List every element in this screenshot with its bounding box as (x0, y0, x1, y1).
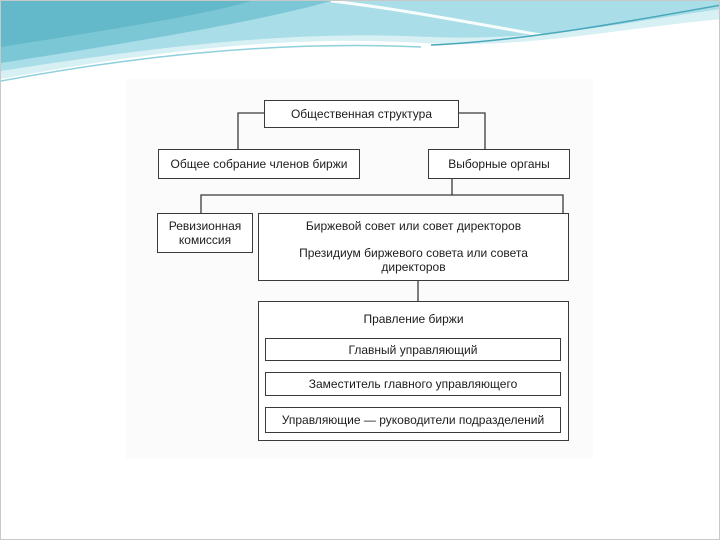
deputy-chief-manager-label: Заместитель главного управляющего (309, 377, 518, 391)
audit-commission-box: Ревизионная комиссия (157, 213, 253, 253)
chief-manager-box: Главный управляющий (265, 338, 561, 361)
general-meeting-box: Общее собрание членов биржи (158, 149, 360, 179)
general-meeting-label: Общее собрание членов биржи (171, 157, 348, 171)
exchange-council-label: Биржевой совет или совет директоров (269, 219, 558, 233)
exchange-board-label: Правление биржи (269, 312, 558, 326)
division-managers-label: Управляющие — руководители подразделений (282, 413, 544, 427)
elected-bodies-box: Выборные органы (428, 149, 570, 179)
audit-commission-label: Ревизионная комиссия (164, 219, 246, 247)
exchange-council-box: Биржевой совет или совет директоров През… (258, 213, 569, 281)
deputy-chief-manager-box: Заместитель главного управляющего (265, 372, 561, 396)
chief-manager-label: Главный управляющий (349, 343, 478, 357)
division-managers-box: Управляющие — руководители подразделений (265, 407, 561, 433)
public-structure-box: Общественная структура (264, 100, 459, 128)
elected-bodies-label: Выборные органы (448, 157, 550, 171)
presidium-label: Президиум биржевого совета или совета ди… (299, 246, 528, 274)
public-structure-label: Общественная структура (291, 107, 432, 121)
